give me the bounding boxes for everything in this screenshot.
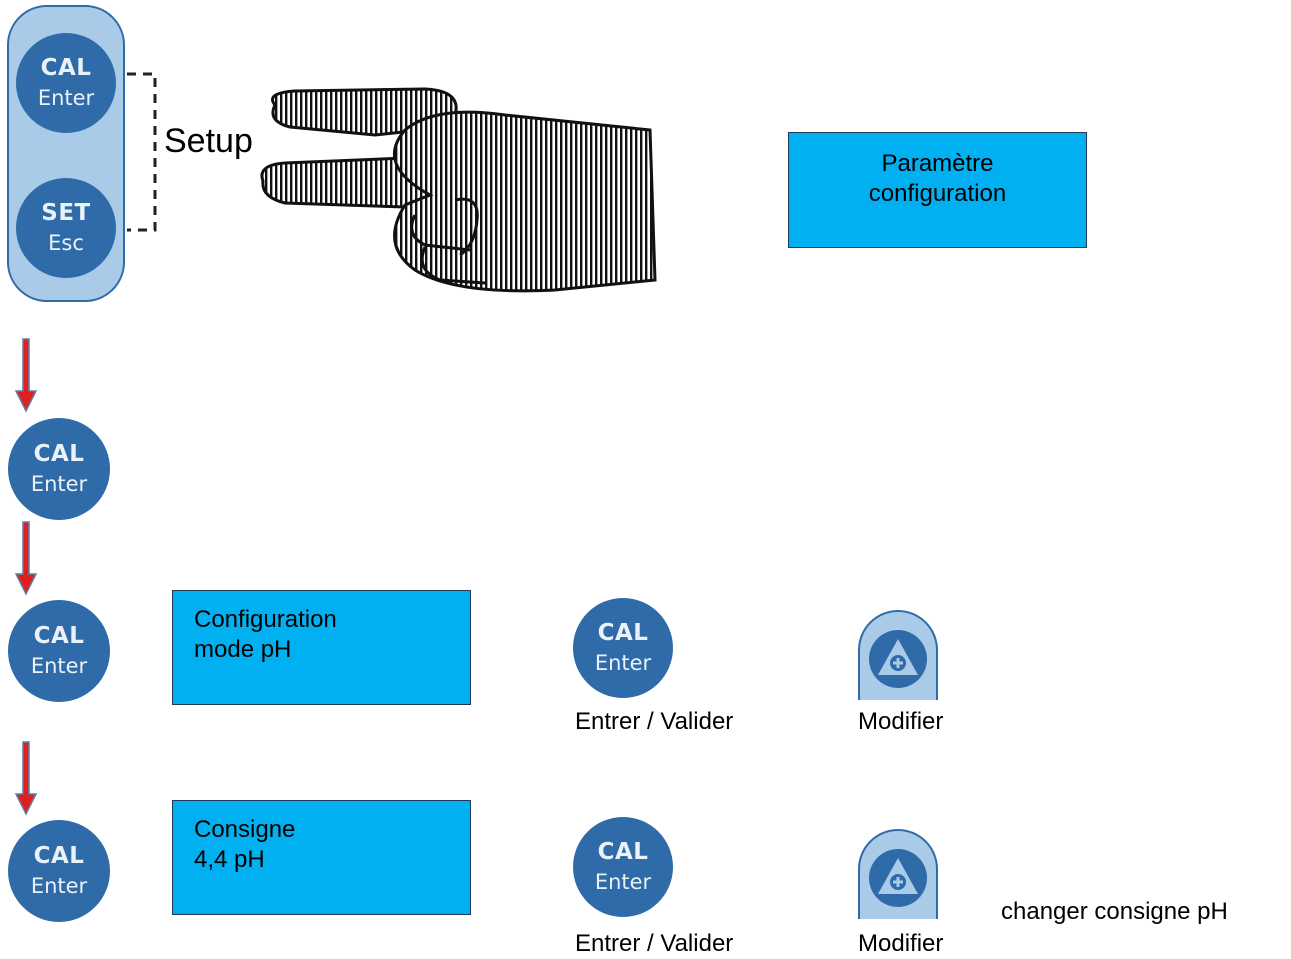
config-mode-display: Configuration mode pH: [172, 590, 471, 705]
set-esc-button[interactable]: SET Esc: [16, 178, 116, 278]
modify-caption: Modifier: [858, 930, 944, 957]
setpoint-line2: 4,4 pH: [194, 846, 265, 873]
enter-label: Enter: [30, 472, 88, 496]
enter-validate-caption: Entrer / Valider: [575, 930, 734, 957]
cal-label: CAL: [33, 623, 85, 649]
config-line1: Configuration: [194, 606, 337, 633]
config-line2: mode pH: [194, 636, 292, 663]
setup-bracket: [127, 72, 157, 232]
cal-label: CAL: [597, 839, 649, 865]
setup-label: Setup: [164, 122, 253, 160]
step2-cal-enter-button[interactable]: CAL Enter: [8, 600, 110, 702]
cal-label: CAL: [597, 620, 649, 646]
param-line2: configuration: [868, 180, 1007, 207]
setpoint-line1: Consigne: [194, 816, 296, 843]
step2-modify-button[interactable]: [858, 610, 938, 700]
cal-label: CAL: [40, 55, 92, 81]
esc-label: Esc: [48, 231, 84, 255]
step2-validate-button[interactable]: CAL Enter: [573, 598, 673, 698]
enter-label: Enter: [30, 654, 88, 678]
modify-caption: Modifier: [858, 708, 944, 735]
param-line1: Paramètre: [881, 150, 994, 177]
enter-label: Enter: [30, 874, 88, 898]
cal-enter-button[interactable]: CAL Enter: [16, 33, 116, 133]
arrow-down-icon: [14, 521, 38, 596]
plus-triangle-icon: [869, 849, 927, 907]
enter-validate-caption: Entrer / Valider: [575, 708, 734, 735]
enter-label: Enter: [594, 651, 652, 675]
step1-cal-enter-button[interactable]: CAL Enter: [8, 418, 110, 520]
setpoint-display: Consigne 4,4 pH: [172, 800, 471, 915]
cal-label: CAL: [33, 843, 85, 869]
arrow-down-icon: [14, 741, 38, 816]
arrow-down-icon: [14, 338, 38, 413]
set-label: SET: [41, 200, 91, 226]
cal-label: CAL: [33, 441, 85, 467]
hand-two-fingers-icon: [260, 87, 657, 293]
enter-label: Enter: [594, 870, 652, 894]
step3-cal-enter-button[interactable]: CAL Enter: [8, 820, 110, 922]
change-setpoint-note: changer consigne pH: [1001, 898, 1228, 925]
step3-modify-button[interactable]: [858, 829, 938, 919]
plus-triangle-icon: [869, 630, 927, 688]
parameter-config-display: Paramètre configuration: [788, 132, 1087, 248]
step3-validate-button[interactable]: CAL Enter: [573, 817, 673, 917]
enter-label: Enter: [37, 86, 95, 110]
